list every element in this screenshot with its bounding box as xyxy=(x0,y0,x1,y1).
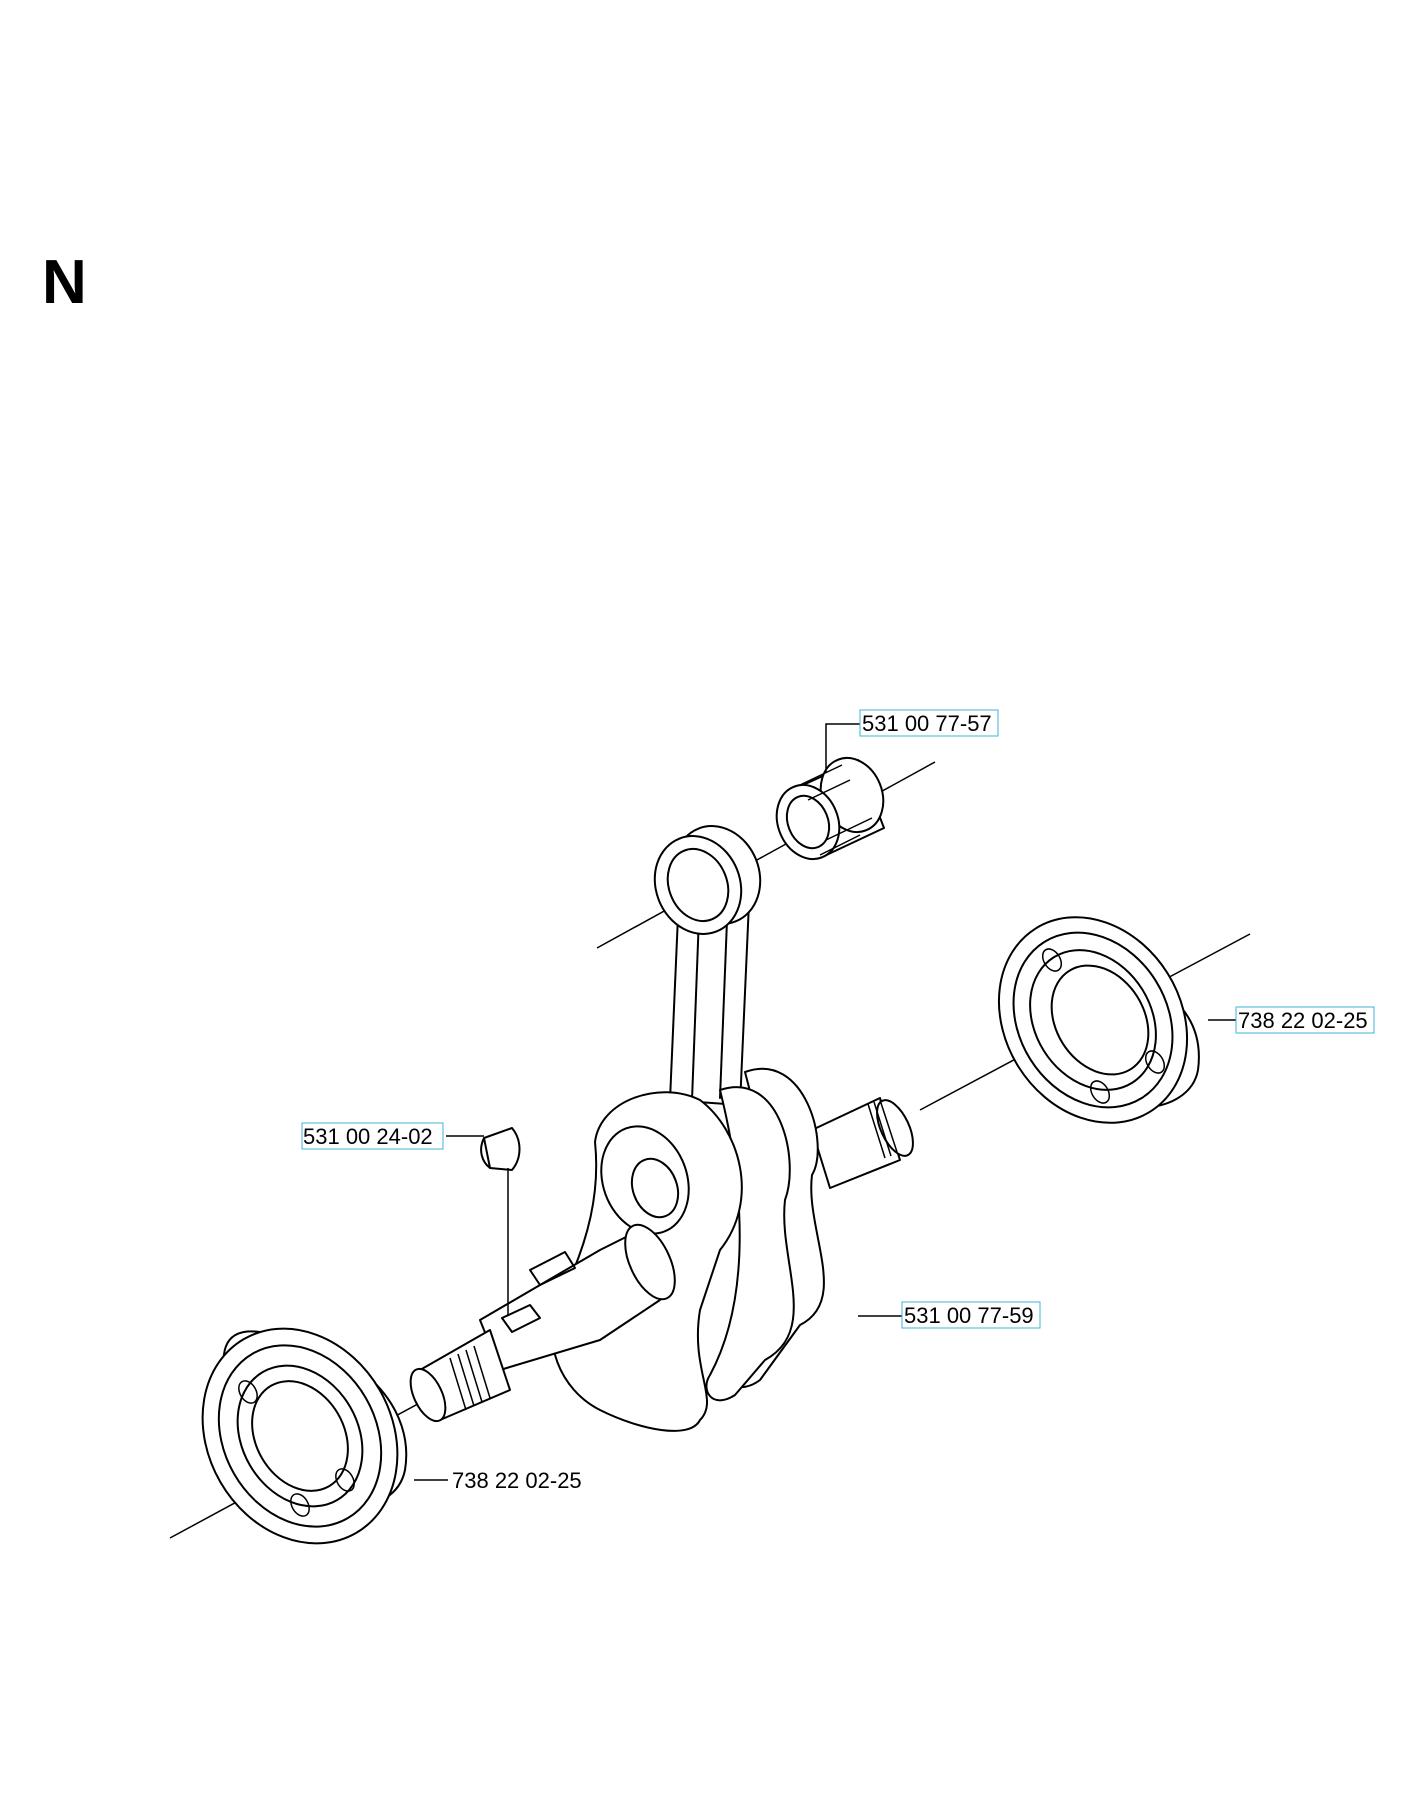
callout-main-bearing-left[interactable]: 738 22 02-25 xyxy=(452,1468,582,1493)
connecting-rod xyxy=(653,825,762,1106)
part-number-label: 531 00 77-59 xyxy=(904,1303,1034,1328)
woodruff-key xyxy=(480,1127,521,1316)
part-number-label: 738 22 02-25 xyxy=(452,1468,582,1493)
section-letter: N xyxy=(42,248,87,317)
crankshaft xyxy=(409,1068,914,1432)
needle-bearing xyxy=(775,757,885,860)
part-number-label: 531 00 24-02 xyxy=(303,1124,433,1149)
part-number-label: 738 22 02-25 xyxy=(1238,1008,1368,1033)
callout-needle-bearing[interactable]: 531 00 77-57 xyxy=(859,709,999,737)
part-number-label: 531 00 77-57 xyxy=(862,711,992,736)
callout-woodruff-key[interactable]: 531 00 24-02 xyxy=(301,1122,444,1150)
main-bearing-left xyxy=(201,1327,408,1545)
leader-lines xyxy=(414,723,1236,1481)
callout-crankshaft[interactable]: 531 00 77-59 xyxy=(901,1301,1041,1329)
main-bearing-right xyxy=(997,916,1200,1124)
callout-main-bearing-right[interactable]: 738 22 02-25 xyxy=(1235,1006,1375,1034)
